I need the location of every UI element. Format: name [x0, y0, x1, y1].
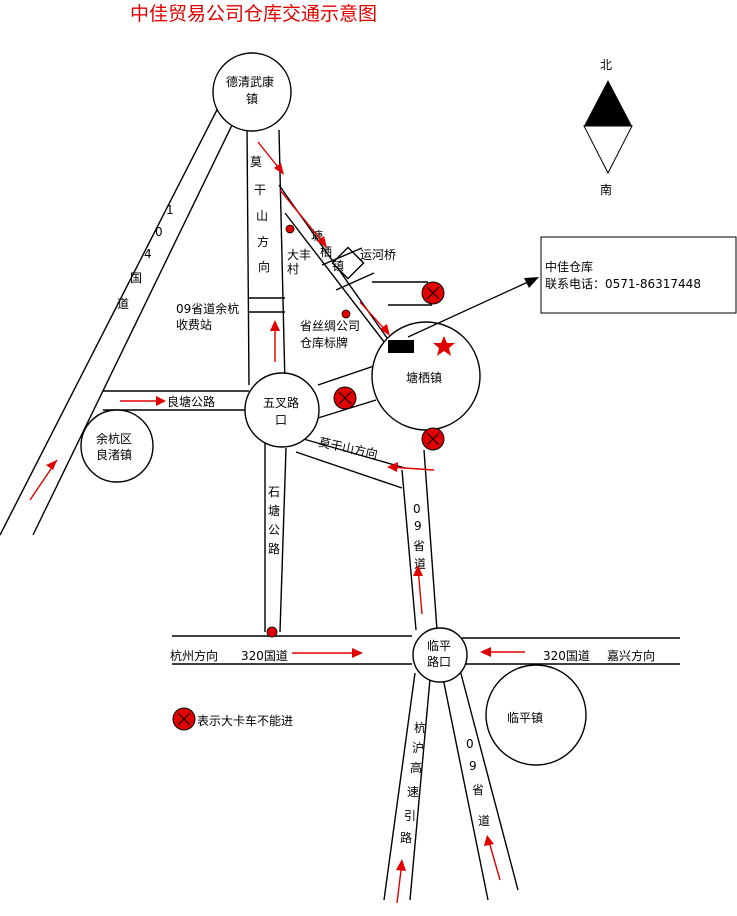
map-title: 中佳贸易公司仓库交通示意图: [130, 3, 377, 25]
town-deqing: [212, 52, 292, 132]
label-liangzhu-1: 余杭区: [96, 431, 132, 446]
callout-phone: 联系电话：0571-86317448: [545, 277, 701, 291]
label-wuchalu-2: 口: [275, 413, 287, 427]
svg-text:栖: 栖: [320, 244, 332, 259]
label-liangtang-road: 良塘公路: [167, 394, 215, 409]
road-moganshan-north: [246, 127, 286, 386]
svg-text:道: 道: [414, 557, 426, 571]
svg-text:0: 0: [413, 502, 421, 516]
svg-text:0: 0: [466, 737, 474, 751]
svg-text:0: 0: [155, 225, 163, 239]
canal-bridge: [321, 246, 375, 291]
label-jiaxing-direction: 嘉兴方向: [607, 648, 655, 663]
road-moganshan-east: [295, 437, 406, 489]
svg-text:方: 方: [257, 234, 269, 249]
small-marker: [266, 626, 278, 638]
junction-wuchalu: [244, 372, 320, 448]
svg-text:路: 路: [268, 541, 280, 556]
label-deqing-1: 德清武康: [226, 74, 274, 89]
label-canal-bridge: 运河桥: [360, 248, 396, 262]
callout-pointer: [407, 277, 539, 338]
svg-text:省: 省: [413, 539, 425, 553]
svg-text:石: 石: [268, 485, 280, 499]
road-g104: [0, 99, 234, 536]
warehouse-star-icon: [433, 336, 455, 356]
svg-text:9: 9: [414, 519, 422, 533]
small-marker: [285, 224, 295, 234]
svg-text:干: 干: [254, 183, 266, 197]
svg-text:公: 公: [268, 523, 280, 537]
label-expressway: 杭 沪 高 速 引 路: [400, 720, 426, 845]
compass-icon: [583, 80, 633, 175]
svg-text:道: 道: [117, 297, 129, 311]
label-s09-lower: 0 9 省 道: [466, 737, 490, 828]
label-tollgate-1: 09省道余杭: [176, 301, 239, 316]
label-s09-upper: 0 9 省 道: [413, 502, 426, 571]
label-sign-1: 省丝绸公司: [300, 319, 360, 333]
label-shitang-road: 石 塘 公 路: [268, 485, 280, 556]
svg-text:路: 路: [400, 830, 412, 845]
road-s09-lower: [442, 669, 519, 901]
callout-name: 中佳仓库: [545, 259, 593, 274]
svg-text:速: 速: [407, 785, 419, 799]
svg-text:国: 国: [130, 271, 142, 285]
svg-text:莫: 莫: [250, 155, 262, 169]
label-sign-2: 仓库标牌: [300, 335, 348, 350]
svg-text:1: 1: [166, 203, 174, 217]
no-truck-marker: [421, 427, 445, 451]
label-deqing-2: 镇: [246, 92, 258, 106]
svg-text:杭: 杭: [414, 720, 426, 735]
label-liangzhu-2: 良渚镇: [96, 447, 132, 462]
label-wuchalu-1: 五叉路: [263, 395, 299, 410]
warehouse-sign-marker: [388, 340, 414, 353]
svg-text:省: 省: [472, 783, 484, 797]
town-linping: [485, 664, 587, 766]
svg-text:向: 向: [258, 259, 270, 274]
label-linping-town: 临平镇: [507, 711, 543, 725]
label-hangzhou-direction: 杭州方向: [170, 648, 218, 663]
road-g320: [172, 635, 680, 665]
no-truck-marker: [421, 281, 445, 305]
road-liangtang: [103, 390, 249, 411]
svg-text:镇: 镇: [332, 259, 344, 273]
junction-linping: [412, 627, 468, 683]
label-linping-junction-2: 路口: [427, 654, 451, 669]
road-expressway: [383, 672, 431, 901]
legend-no-truck-icon: [172, 707, 196, 731]
svg-text:高: 高: [410, 760, 422, 775]
label-moganshan-north: 莫 干 山 方 向: [250, 155, 270, 274]
label-dafengcun-2: 村: [287, 262, 299, 276]
callout-box: [540, 236, 737, 314]
svg-text:塘: 塘: [268, 503, 280, 518]
svg-text:山: 山: [256, 209, 268, 223]
road-branch-east: [372, 281, 432, 306]
svg-text:沪: 沪: [412, 741, 424, 755]
no-truck-marker: [333, 386, 357, 410]
svg-text:引: 引: [404, 809, 416, 823]
town-liangzhu: [80, 409, 154, 483]
road-s09-upper: [401, 449, 438, 631]
road-shitang: [264, 440, 287, 633]
compass-south: 南: [600, 182, 612, 197]
svg-text:道: 道: [478, 814, 490, 828]
route-arrows: [29, 141, 525, 904]
label-dafengcun-1: 大丰: [287, 248, 311, 262]
label-moganshan-east: 莫干山方向: [317, 434, 379, 461]
small-marker: [341, 309, 351, 319]
label-linping-junction-1: 临平: [427, 639, 451, 653]
legend-text: 表示大卡车不能进: [197, 713, 293, 728]
label-g104: 1 0 4 国 道: [117, 203, 174, 311]
svg-text:9: 9: [469, 759, 477, 773]
label-g320-west: 320国道: [241, 649, 288, 663]
compass-north: 北: [600, 58, 612, 72]
label-tollgate-2: 收费站: [176, 318, 212, 332]
label-tangqi: 塘栖镇: [406, 370, 442, 385]
label-g320-east: 320国道: [543, 649, 590, 663]
svg-text:4: 4: [144, 247, 152, 261]
